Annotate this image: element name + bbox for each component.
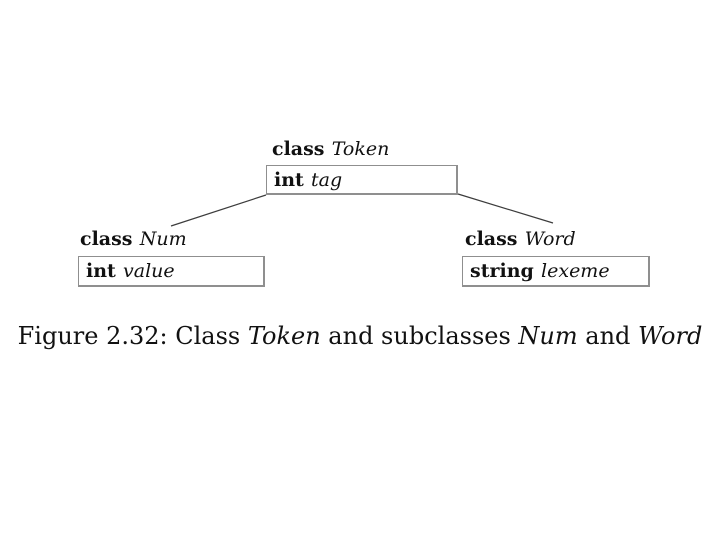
field-name-tag: tag (311, 168, 343, 191)
field-type: string (470, 260, 534, 282)
num-members-box: int value (78, 256, 265, 287)
field-name-value: value (123, 260, 175, 282)
class-name-token: Token (331, 138, 390, 160)
word-members-box: string lexeme (462, 256, 650, 287)
field-type: int (86, 260, 116, 282)
class-keyword: class (465, 228, 518, 250)
field-name-lexeme: lexeme (541, 260, 610, 282)
class-num-heading: class Num (80, 229, 187, 250)
caption-segment: Figure 2.32: Class (17, 322, 248, 350)
class-keyword: class (80, 228, 133, 250)
edge-token-to-word (457, 193, 554, 224)
caption-segment-num: Num (518, 322, 578, 350)
class-name-num: Num (139, 228, 187, 250)
class-name-word: Word (524, 228, 576, 250)
class-token-heading: class Token (272, 139, 389, 160)
caption-segment-token: Token (247, 322, 321, 350)
figure-caption: Figure 2.32: Class Token and subclasses … (0, 321, 720, 351)
caption-segment: and (577, 322, 639, 350)
field-type: int (274, 168, 304, 191)
edge-token-to-num (170, 194, 267, 227)
caption-segment-word: Word (638, 322, 703, 350)
class-word-heading: class Word (465, 229, 576, 250)
class-keyword: class (272, 138, 325, 160)
caption-segment: and subclasses (320, 322, 519, 350)
